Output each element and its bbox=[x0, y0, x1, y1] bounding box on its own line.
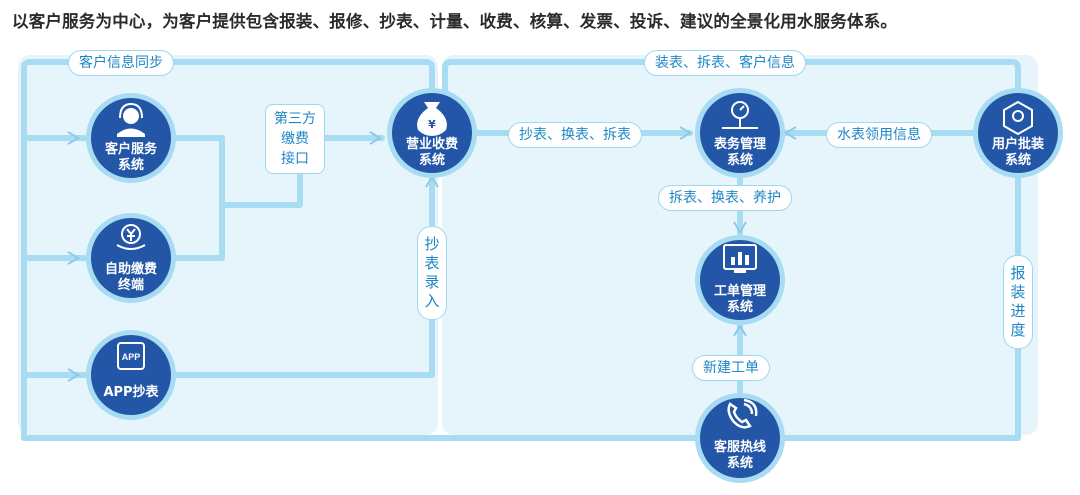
arrow-head bbox=[369, 131, 382, 145]
node-work-order bbox=[695, 235, 785, 325]
headset-user-icon bbox=[117, 102, 145, 137]
node-billing: ¥ bbox=[387, 88, 477, 178]
node-label-user-install: 用户批装 系统 bbox=[991, 137, 1044, 168]
arrow-head bbox=[784, 126, 797, 140]
node-user-install bbox=[973, 88, 1063, 178]
arrow-head bbox=[679, 126, 692, 140]
pipe-bottom-left bbox=[21, 432, 703, 441]
flow-label-reading-entry: 抄 表 录 入 bbox=[417, 226, 447, 320]
flow-label-info-sync: 客户信息同步 bbox=[68, 50, 174, 76]
yuan-hand-icon bbox=[116, 224, 146, 250]
node-hotline bbox=[695, 393, 785, 483]
node-label-hotline: 客服热线 系统 bbox=[713, 440, 766, 471]
node-label-customer-service: 客户服务 系统 bbox=[104, 142, 157, 173]
flow-label-install-remove-info: 装表、拆表、客户信息 bbox=[644, 50, 806, 76]
node-app-reading: APP bbox=[86, 330, 176, 420]
flow-label-remove-change-maintain: 拆表、换表、养护 bbox=[658, 185, 792, 211]
arrow-head bbox=[733, 324, 747, 337]
arrow-head bbox=[67, 368, 80, 382]
flow-label-third-party: 第三方 缴费 接口 bbox=[265, 104, 325, 174]
node-label-app-reading: APP抄表 bbox=[103, 385, 159, 400]
flow-label-read-change-remove: 抄表、换表、拆表 bbox=[508, 122, 642, 148]
node-self-payment bbox=[86, 213, 176, 303]
arrow-head bbox=[67, 251, 80, 265]
arrow-head bbox=[67, 131, 80, 145]
svg-text:¥: ¥ bbox=[428, 118, 436, 131]
service-system-diagram: APP ¥ bbox=[0, 40, 1080, 495]
pipe-third-party-merge bbox=[169, 135, 303, 261]
chart-monitor-icon bbox=[723, 244, 757, 273]
money-bag-icon: ¥ bbox=[417, 102, 447, 136]
flow-label-install-progress: 报 装 进 度 bbox=[1003, 255, 1033, 349]
node-customer-service bbox=[86, 93, 176, 183]
arrow-head bbox=[733, 221, 747, 234]
node-label-billing: 营业收费 系统 bbox=[405, 137, 458, 168]
water-meter-icon bbox=[722, 101, 758, 129]
app-tablet-icon: APP bbox=[117, 342, 145, 370]
node-label-self-payment: 自助缴费 终端 bbox=[104, 262, 157, 293]
gear-box-icon bbox=[1003, 100, 1033, 136]
svg-text:APP: APP bbox=[122, 352, 141, 362]
phone-icon bbox=[727, 398, 758, 429]
flow-label-new-work-order: 新建工单 bbox=[692, 355, 770, 381]
node-label-meter-mgmt: 表务管理 系统 bbox=[713, 137, 766, 168]
pipe-info-sync-top bbox=[21, 59, 435, 438]
node-label-work-order: 工单管理 系统 bbox=[713, 284, 766, 315]
flow-label-meter-requisition: 水表领用信息 bbox=[826, 122, 932, 148]
page-headline: 以客户服务为中心，为客户提供包含报装、报修、抄表、计量、收费、核算、发票、投诉、… bbox=[12, 12, 898, 31]
node-meter-mgmt bbox=[695, 88, 785, 178]
